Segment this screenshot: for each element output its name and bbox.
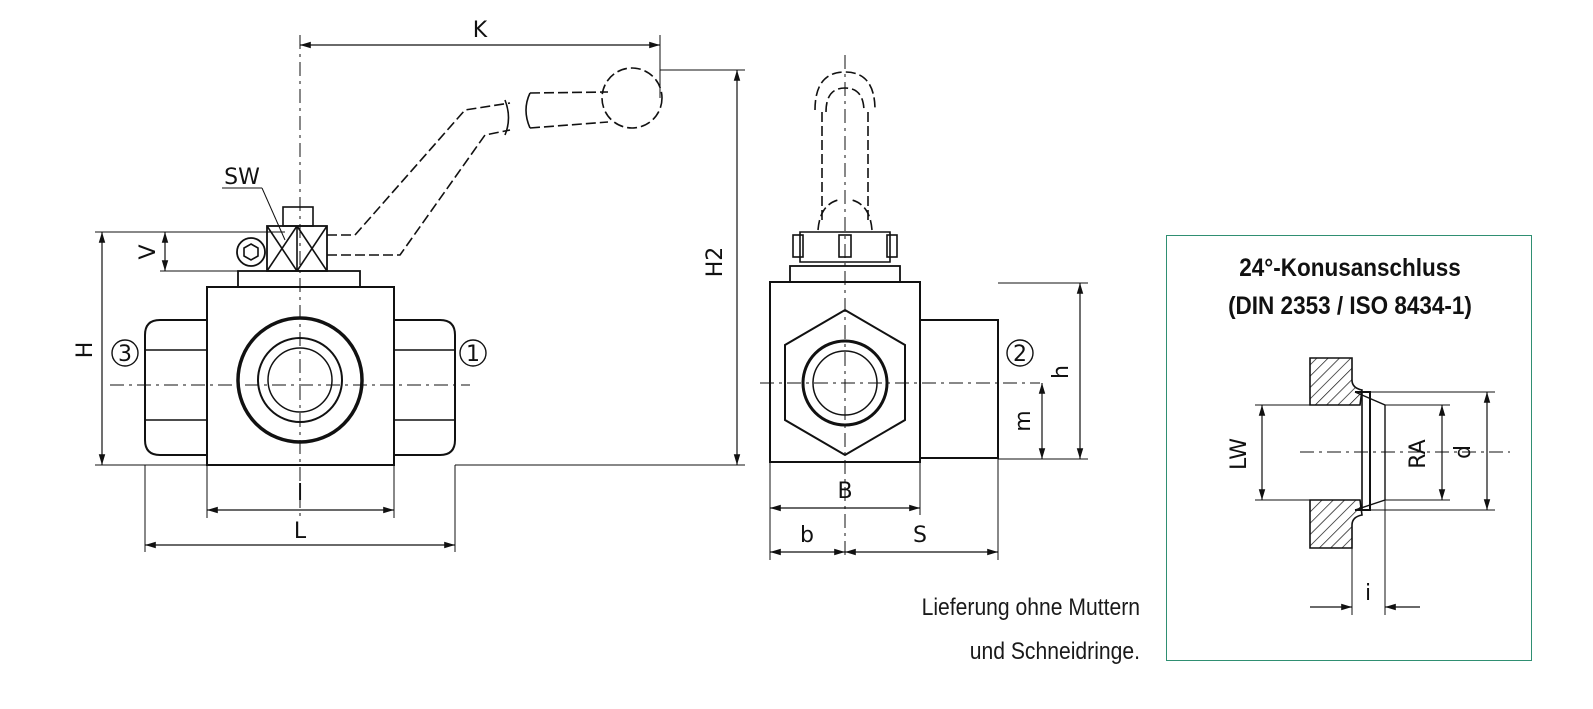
dim-L-label: L xyxy=(294,519,307,544)
delivery-note-line-1: Lieferung ohne Muttern xyxy=(921,594,1140,621)
dim-l-label: l xyxy=(297,481,303,506)
detail-subtitle: (DIN 2353 / ISO 8434-1) xyxy=(1228,292,1472,320)
dim-i-label: i xyxy=(1365,581,1371,606)
port-3-label: 3 xyxy=(118,342,132,367)
dim-S-label: S xyxy=(913,523,927,548)
detail-title: 24°-Konusanschluss xyxy=(1239,254,1461,282)
dim-d-label: d xyxy=(1451,445,1476,459)
detail-frame: 24°-Konusanschluss (DIN 2353 / ISO 8434-… xyxy=(1166,235,1532,661)
dim-K-label: K xyxy=(473,18,488,43)
dim-m-label: m xyxy=(1011,410,1036,431)
port-2-label: 2 xyxy=(1013,342,1027,367)
dim-b-label: b xyxy=(800,523,814,548)
dim-H-label: H xyxy=(73,342,98,359)
port-1-label: 1 xyxy=(466,342,480,367)
dim-B-label: B xyxy=(837,479,852,504)
front-view xyxy=(95,35,745,552)
side-view xyxy=(760,55,1088,560)
delivery-note-line-2: und Schneidringe. xyxy=(969,638,1140,665)
dim-h-label: h xyxy=(1049,365,1074,379)
dim-SW-label: SW xyxy=(224,165,260,190)
dim-RA-label: RA xyxy=(1406,439,1431,468)
cone-detail xyxy=(1255,357,1510,615)
dim-V-label: V xyxy=(136,244,161,259)
dim-H2-label: H2 xyxy=(703,247,728,278)
dim-LW-label: LW xyxy=(1227,438,1252,470)
